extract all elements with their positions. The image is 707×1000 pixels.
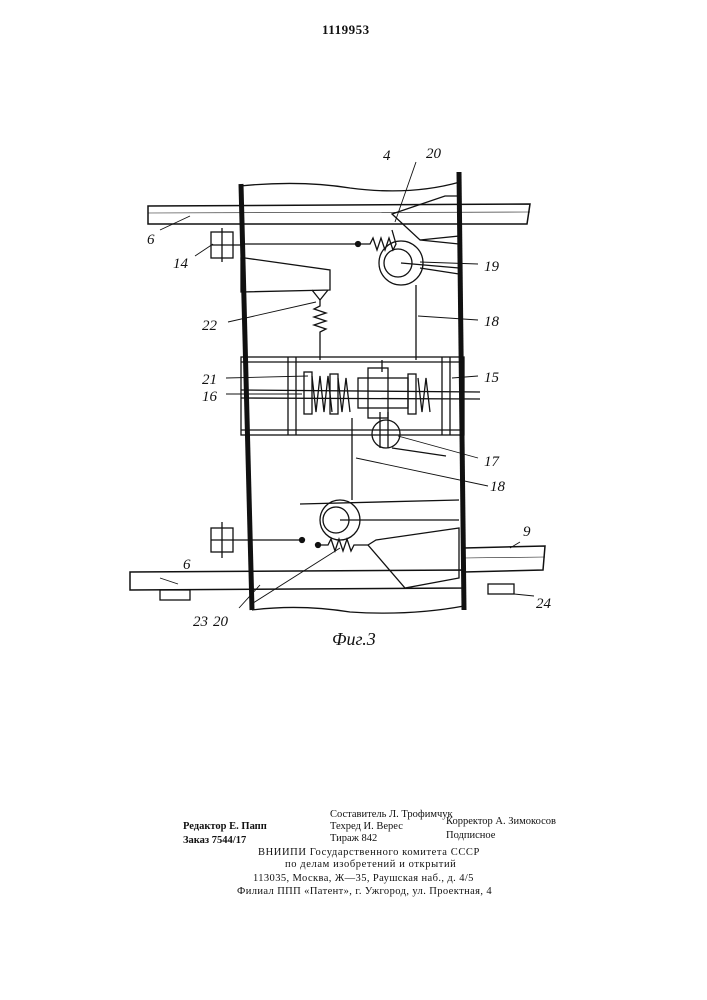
label-22: 22 [202, 318, 218, 334]
central-clutch [368, 368, 388, 418]
colophon-order: Заказ 7544/17 [183, 834, 246, 847]
shaft [241, 390, 480, 392]
technical-drawing-fig3: 4 20 6 14 19 22 18 21 16 15 17 18 9 6 23… [0, 0, 707, 700]
label-14: 14 [173, 256, 189, 272]
frame-right-wall [459, 172, 464, 610]
colophon-subscription: Подписное [446, 829, 495, 842]
bottom-spring [318, 539, 368, 551]
label-20-top: 20 [426, 146, 442, 162]
bottom-wedge [368, 528, 459, 588]
colophon-editor: Редактор Е. Папп [183, 820, 267, 833]
rail-9 [464, 546, 545, 572]
spring-22 [314, 300, 326, 360]
label-4: 4 [383, 148, 391, 164]
label-6-top: 6 [147, 232, 155, 248]
label-17: 17 [484, 454, 501, 470]
colophon-corrector: Корректор А. Зимокосов [446, 815, 556, 828]
figure-caption: Фиг.3 [332, 629, 376, 649]
label-21: 21 [202, 372, 217, 388]
colophon-circulation: Тираж 842 [330, 832, 377, 845]
frame-top-edge [240, 182, 460, 191]
label-6-bottom: 6 [183, 557, 191, 573]
colophon-address: 113035, Москва, Ж—35, Раушская наб., д. … [253, 872, 474, 885]
label-20-bottom: 20 [213, 614, 229, 630]
foot-23 [160, 590, 190, 600]
label-23: 23 [193, 614, 208, 630]
label-16: 16 [202, 389, 218, 405]
label-9: 9 [523, 524, 531, 540]
top-spring [358, 230, 396, 250]
frame-left-wall [241, 184, 252, 610]
pulley-17 [372, 420, 400, 448]
foot-24 [488, 584, 514, 594]
shaft-spring-mid [338, 378, 350, 412]
colophon-org-line2: по делам изобретений и открытий [285, 858, 456, 871]
frame-bottom-edge [252, 606, 464, 613]
label-15: 15 [484, 370, 500, 386]
top-rail [148, 204, 530, 224]
lever-block [241, 258, 330, 292]
label-18-top: 18 [484, 314, 500, 330]
label-18-bottom: 18 [490, 479, 506, 495]
colophon-branch: Филиал ППП «Патент», г. Ужгород, ул. Про… [237, 885, 492, 898]
label-24: 24 [536, 596, 552, 612]
shaft-spring-left [312, 376, 332, 412]
label-19: 19 [484, 259, 500, 275]
shaft-spring-right [418, 378, 430, 412]
